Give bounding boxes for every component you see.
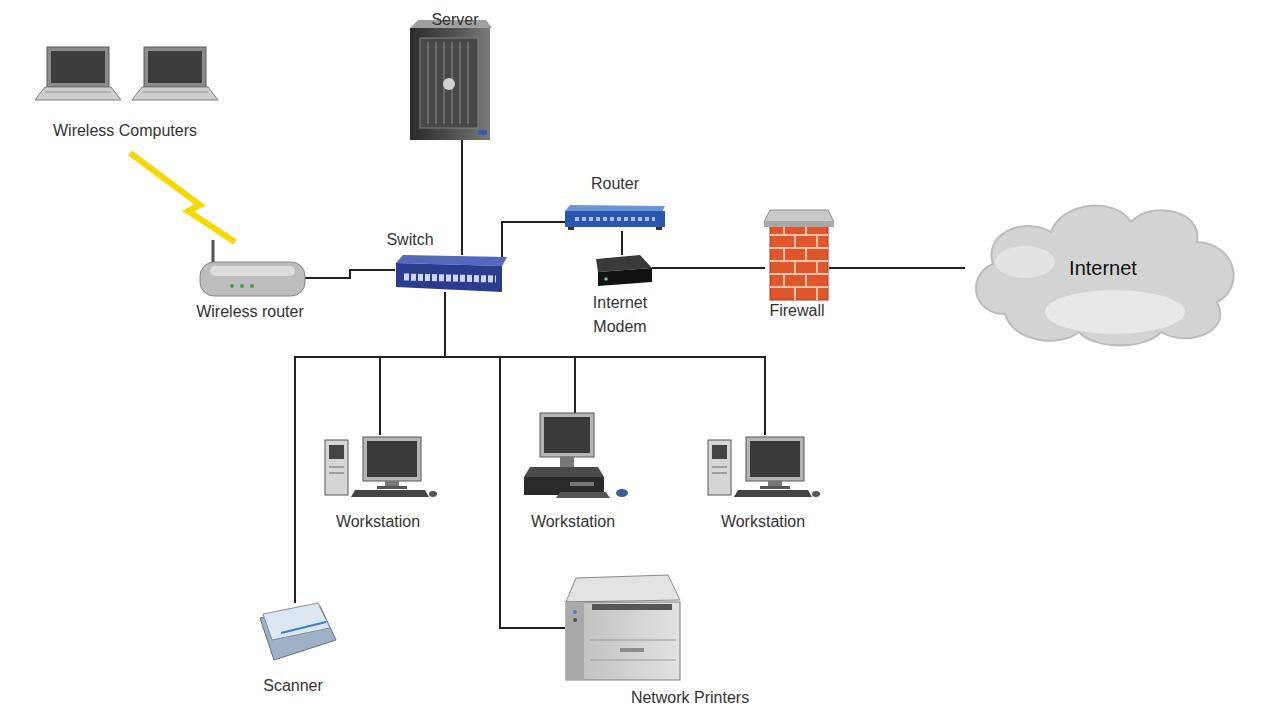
printer-button [573, 610, 577, 614]
network-cable [621, 231, 623, 255]
router-ports [575, 217, 655, 221]
workstation-symbol [325, 437, 437, 497]
printer-button [573, 618, 577, 622]
laptop-symbol [35, 47, 121, 100]
printer-handle [620, 648, 644, 652]
printer-tray [590, 660, 676, 661]
server-badge [443, 78, 455, 90]
printer-node: Network Printers [565, 575, 680, 680]
device-label: Workstation [336, 510, 420, 534]
device-label: Internet Modem [580, 291, 660, 339]
wall-cap [764, 210, 834, 222]
server-panel [420, 38, 478, 128]
brick-wall [770, 222, 828, 300]
server-illustration [410, 20, 492, 140]
router-foot [656, 227, 662, 230]
scanner-strip [281, 622, 326, 633]
printer-tray [590, 640, 676, 641]
network-cable [445, 292, 575, 413]
workstation-node: Workstation [522, 413, 630, 497]
device-label: Network Printers [631, 686, 749, 710]
router-foot [568, 227, 574, 230]
modem-front [598, 268, 652, 286]
led [230, 284, 234, 288]
cloud-node: Internet [965, 192, 1243, 347]
monitor-screen [544, 417, 590, 453]
device-label: Workstation [721, 510, 805, 534]
printer-illustration [566, 575, 680, 680]
server-led [478, 130, 487, 135]
scanner-lid [263, 603, 330, 640]
printer-top [566, 575, 680, 602]
server-node: Server [410, 25, 490, 140]
modem-illustration [596, 255, 652, 286]
cloud-highlight [995, 246, 1055, 278]
firewall-illustration [764, 210, 834, 300]
device-label: Wireless router [196, 300, 304, 324]
led [250, 284, 254, 288]
device-label: Internet [1069, 256, 1137, 280]
wireless-router-illustration [200, 240, 305, 296]
network-cable [445, 292, 765, 435]
workstation-node: Workstation [708, 435, 820, 497]
modem-node: Internet Modem [590, 255, 652, 286]
network-cable [445, 292, 565, 628]
switch-node: Switch [395, 255, 507, 292]
desktop-workstation-illustration [524, 413, 628, 498]
laptops-node: Wireless Computers [30, 45, 220, 145]
device-label: Router [591, 172, 639, 196]
network-cable [461, 140, 463, 255]
desktop-drive [570, 482, 594, 486]
wireless-router-node: Wireless router [200, 240, 305, 300]
laptop-symbol [132, 47, 218, 100]
scanner-node: Scanner [258, 603, 336, 661]
brick-joints [770, 222, 828, 300]
router-illustration [565, 205, 665, 230]
switch-illustration [396, 255, 507, 292]
keyboard [556, 492, 610, 498]
printer-output [592, 604, 672, 610]
network-cable [502, 222, 565, 257]
device-label: Scanner [263, 674, 323, 698]
network-cable [305, 270, 395, 278]
device-label: Wireless Computers [53, 119, 197, 143]
router-node: Router [565, 205, 665, 231]
router-top [210, 266, 295, 276]
switch-ports [404, 277, 496, 279]
wireless-link [130, 153, 235, 242]
network-cable [829, 267, 965, 269]
server-grill [428, 42, 468, 124]
router-front [565, 211, 665, 227]
server-body [410, 28, 490, 140]
device-label: Server [431, 8, 478, 32]
network-cable [652, 267, 765, 269]
printer-panel [566, 602, 584, 680]
workstation-symbol [708, 437, 820, 497]
wall-cap-edge [764, 222, 834, 227]
connector-layer [130, 140, 965, 628]
led [604, 277, 608, 281]
printer-body [566, 602, 680, 680]
workstation-node: Workstation [325, 435, 435, 497]
monitor-frame [540, 413, 594, 457]
led [240, 284, 244, 288]
device-label: Switch [386, 228, 433, 252]
firewall-node: Firewall [765, 210, 829, 300]
router-top [565, 205, 665, 212]
monitor-stand [560, 457, 574, 467]
switch-front [396, 263, 502, 292]
device-label: Workstation [531, 510, 615, 534]
cloud-outline [976, 206, 1234, 346]
device-label: Firewall [769, 299, 824, 323]
network-cable [295, 292, 445, 603]
scanner-illustration [260, 603, 336, 660]
mouse [616, 489, 628, 497]
network-cable [380, 292, 445, 435]
router-body [200, 262, 305, 296]
desktop-top [524, 467, 604, 477]
cloud-highlight [1045, 290, 1185, 334]
